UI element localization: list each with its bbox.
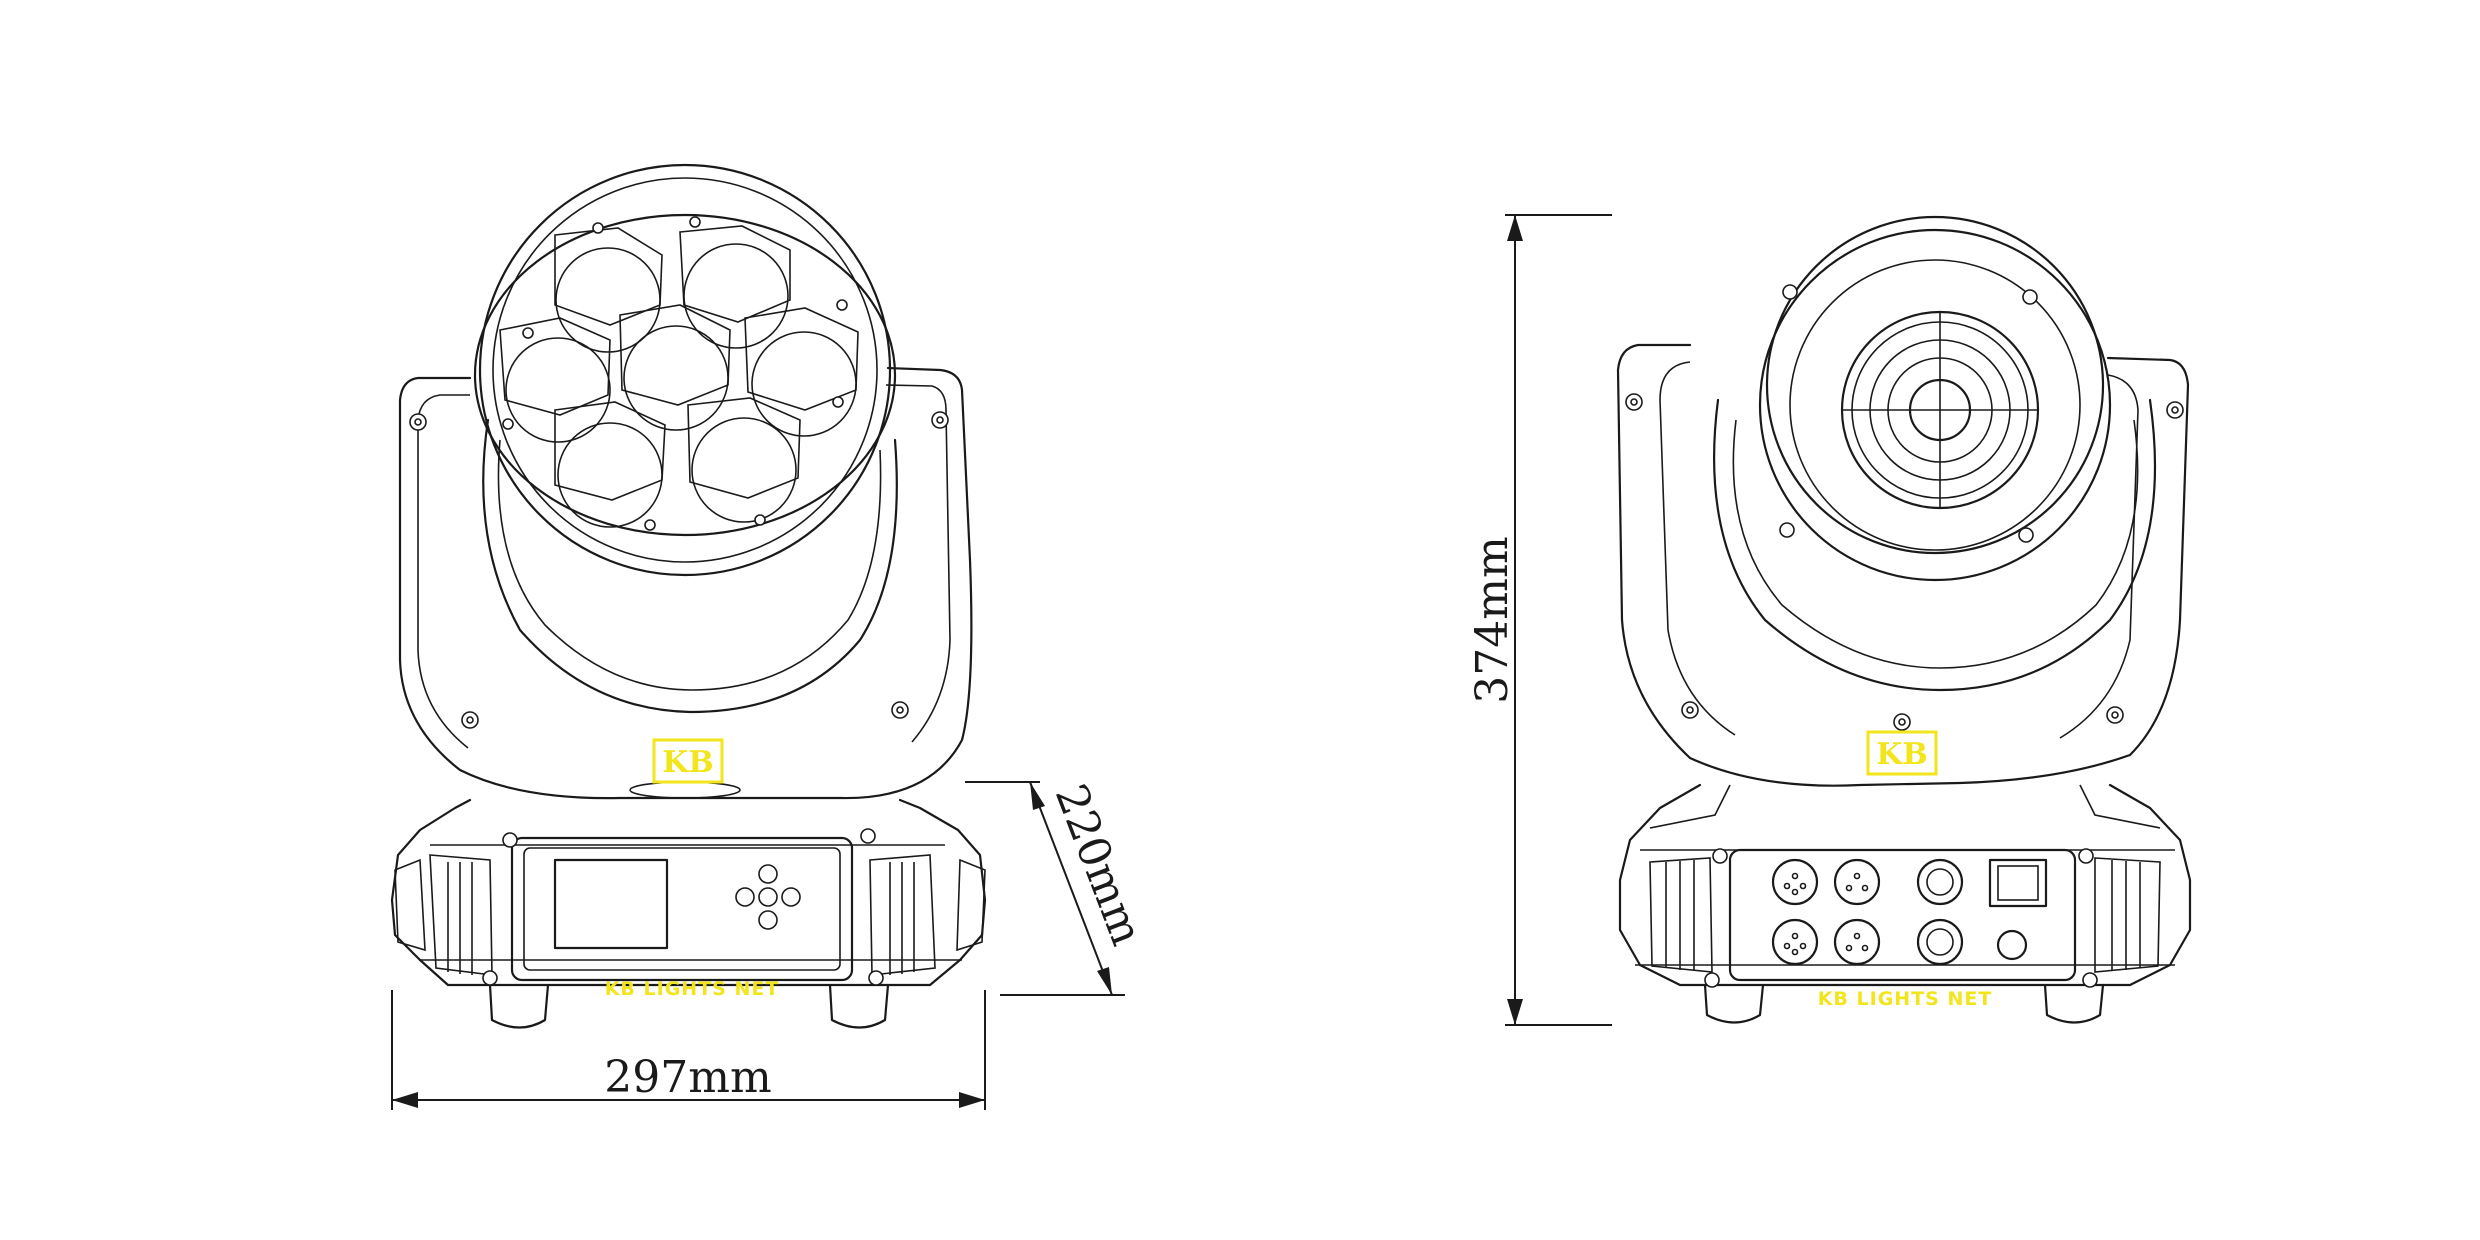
front-view bbox=[390, 163, 987, 1029]
height-dimension: 374mm bbox=[1467, 214, 1612, 1026]
kb-logo-front: KB bbox=[652, 738, 724, 784]
back-base bbox=[1618, 783, 2192, 1024]
kb-logo-text-back: KB bbox=[1876, 737, 1927, 772]
back-view bbox=[1616, 215, 2192, 1024]
front-yoke bbox=[398, 366, 973, 800]
watermark-front: KB LIGHTS NET bbox=[605, 978, 780, 1000]
height-label: 374mm bbox=[1467, 536, 1518, 703]
front-head-screws bbox=[502, 216, 848, 531]
width-label: 297mm bbox=[604, 1052, 771, 1103]
front-tilt-hub bbox=[629, 781, 741, 799]
back-yoke bbox=[1616, 343, 2190, 787]
kb-logo-text-front: KB bbox=[662, 745, 713, 780]
back-head bbox=[1713, 215, 2157, 692]
kb-logo-back: KB bbox=[1866, 730, 1938, 776]
back-yoke-screws bbox=[1625, 393, 2184, 731]
depth-dimension: 220mm bbox=[965, 778, 1152, 996]
watermark-back: KB LIGHTS NET bbox=[1818, 988, 1993, 1010]
width-dimension: 297mm bbox=[391, 990, 986, 1110]
front-yoke-screws bbox=[409, 411, 949, 729]
front-base bbox=[390, 798, 987, 1029]
front-head bbox=[473, 163, 898, 714]
front-lens-array bbox=[499, 225, 859, 528]
